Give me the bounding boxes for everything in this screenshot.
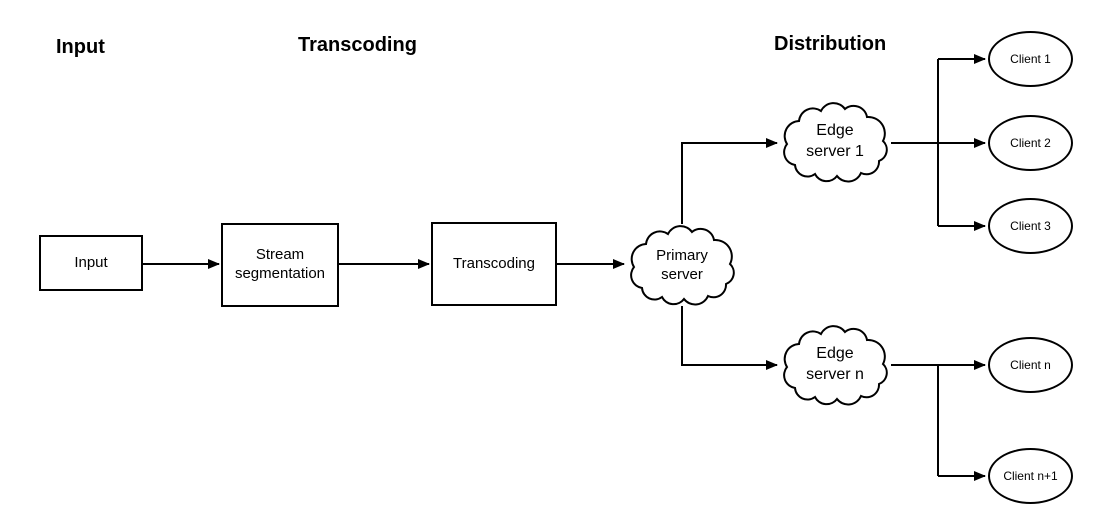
arrow-primary-server-to-edge-server-1 — [681, 138, 778, 224]
node-input-label: Input — [74, 253, 108, 271]
section-header-transcoding: Transcoding — [298, 34, 417, 56]
node-client-2: Client 2 — [988, 115, 1073, 171]
node-primary-server-cloud: Primary server — [626, 222, 738, 308]
node-input-box: Input — [39, 235, 143, 291]
node-client-n: Client n — [988, 337, 1073, 393]
node-edge-server-1-cloud: Edge server 1 — [779, 99, 891, 185]
node-client-2-label: Client 2 — [1010, 135, 1051, 150]
section-header-input: Input — [56, 36, 105, 58]
node-client-3: Client 3 — [988, 198, 1073, 254]
node-client-n-label: Client n — [1010, 357, 1051, 372]
cloud-shape-icon — [783, 325, 888, 406]
node-transcoding-box: Transcoding — [431, 222, 557, 306]
node-stream-segmentation-label: Stream segmentation — [234, 246, 326, 282]
node-client-n-plus-1-label: Client n+1 — [1003, 468, 1058, 483]
section-header-distribution: Distribution — [774, 33, 887, 55]
node-client-3-label: Client 3 — [1010, 218, 1051, 233]
node-client-1-label: Client 1 — [1010, 51, 1051, 66]
node-edge-server-n-label: Edge server n — [806, 345, 864, 383]
node-client-n-plus-1: Client n+1 — [988, 448, 1073, 504]
node-edge-server-1-label: Edge server 1 — [806, 122, 864, 160]
arrow-primary-server-to-edge-server-n — [681, 306, 778, 370]
cloud-shape-icon — [783, 102, 888, 183]
node-primary-server-label: Primary server — [656, 246, 708, 284]
cloud-shape-icon — [630, 225, 735, 306]
node-edge-server-n-cloud: Edge server n — [779, 322, 891, 408]
node-transcoding-label: Transcoding — [453, 254, 535, 272]
node-stream-segmentation-box: Stream segmentation — [221, 223, 339, 307]
node-client-1: Client 1 — [988, 31, 1073, 87]
